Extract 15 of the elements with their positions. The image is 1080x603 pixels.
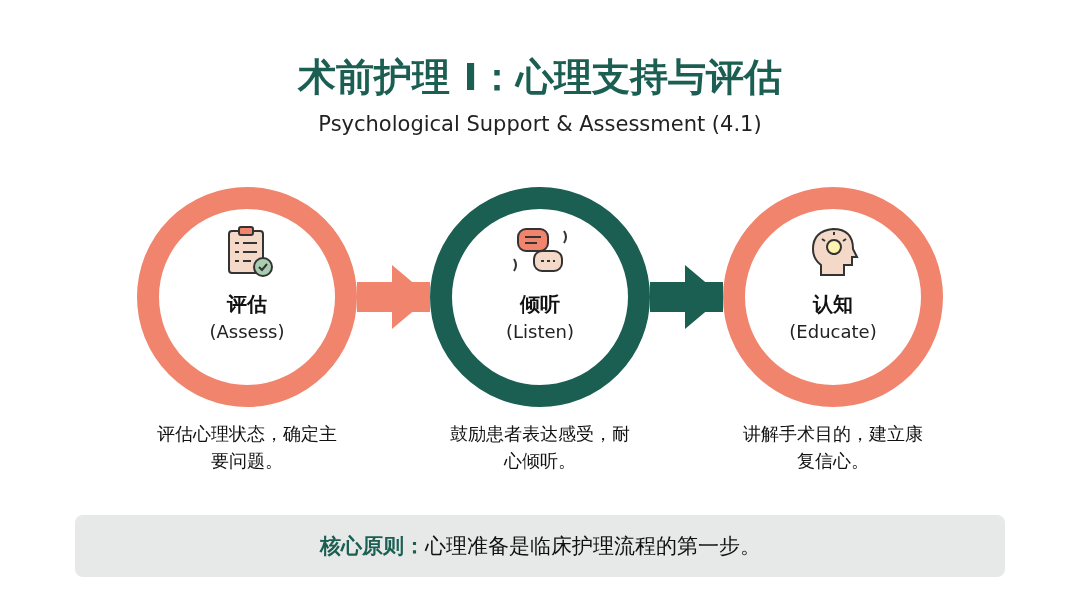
arrow <box>650 265 723 329</box>
arrow <box>357 265 430 329</box>
step-title: 评估 <box>225 291 268 318</box>
principle-banner <box>75 515 1005 577</box>
step-subtitle: (Educate) <box>788 321 878 342</box>
step-subtitle: (Listen) <box>505 321 575 342</box>
principle-text: 核心原则：心理准备是临床护理流程的第一步。 <box>319 533 761 560</box>
step-title: 认知 <box>811 291 854 318</box>
step-description: 评估心理状态，确定主要问题。 <box>156 422 338 473</box>
step-title: 倾听 <box>518 291 561 318</box>
step-description: 鼓励患者表达感受，耐心倾听。 <box>449 422 631 473</box>
step-subtitle: (Assess) <box>208 321 286 342</box>
step-description: 讲解手术目的，建立康复信心。 <box>742 422 924 473</box>
subtitle: Psychological Support & Assessment (4.1) <box>317 112 763 136</box>
title: 术前护理 I：心理支持与评估 <box>296 54 783 101</box>
